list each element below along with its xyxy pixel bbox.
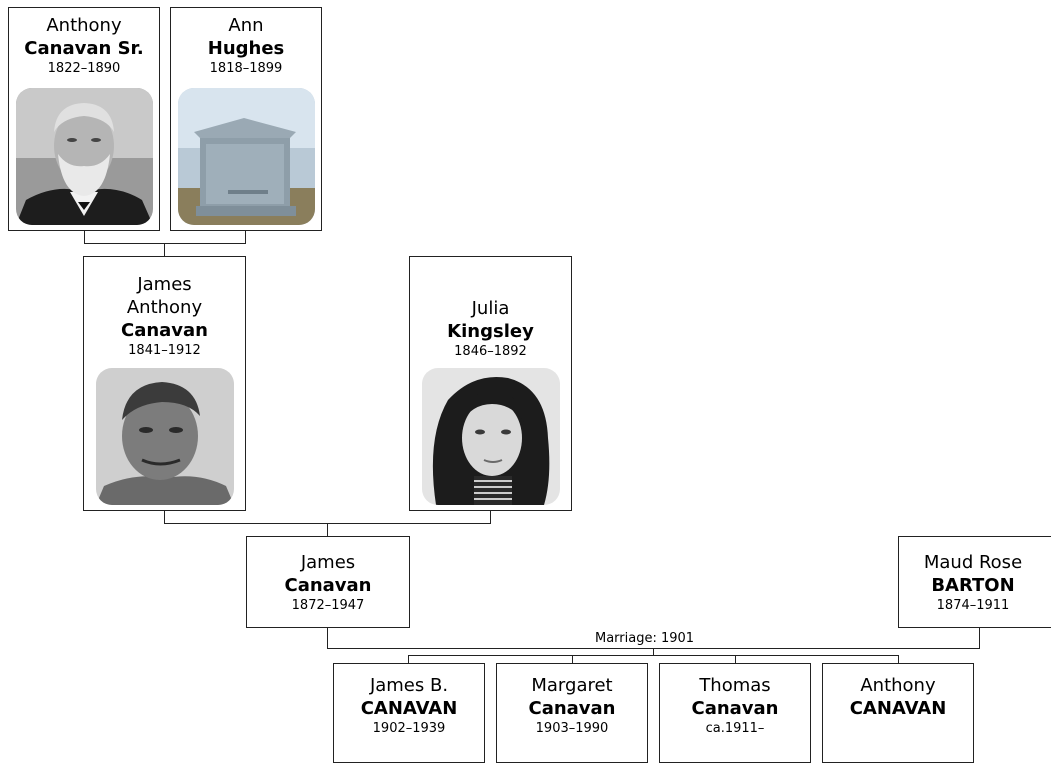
- connector-line: [245, 230, 246, 244]
- connector-line: [164, 243, 165, 257]
- connector-line: [84, 243, 246, 244]
- given-name: Thomas: [699, 675, 771, 696]
- given-name: James Anthony: [126, 274, 203, 318]
- life-dates: 1846–1892: [454, 344, 527, 359]
- surname: Canavan: [284, 575, 372, 596]
- connector-line: [84, 230, 85, 244]
- connector-line: [653, 648, 654, 656]
- life-dates: 1818–1899: [209, 61, 283, 76]
- given-name: Ann: [228, 15, 264, 36]
- given-name: Anthony: [860, 675, 936, 696]
- person-card-james-b-canavan[interactable]: James B. CANAVAN 1902–1939: [333, 663, 485, 763]
- portrait-photo: [422, 368, 560, 505]
- life-dates: 1903–1990: [535, 721, 609, 736]
- surname: CANAVAN: [849, 698, 947, 719]
- surname: BARTON: [931, 575, 1015, 596]
- life-dates: 1874–1911: [936, 598, 1010, 613]
- given-name: James: [300, 552, 356, 573]
- given-name: Julia: [471, 298, 510, 319]
- connector-line: [898, 655, 899, 664]
- given-name: Anthony: [46, 15, 122, 36]
- person-card-thomas-canavan[interactable]: Thomas Canavan ca.1911–: [659, 663, 811, 763]
- person-card-julia-kingsley[interactable]: Julia Kingsley 1846–1892: [409, 256, 572, 511]
- surname: Hughes: [207, 38, 285, 59]
- connector-line: [327, 627, 328, 649]
- connector-line: [164, 510, 165, 524]
- person-card-ann-hughes[interactable]: Ann Hughes 1818–1899: [170, 7, 322, 231]
- surname: Canavan: [691, 698, 779, 719]
- person-card-margaret-canavan[interactable]: Margaret Canavan 1903–1990: [496, 663, 648, 763]
- surname: CANAVAN: [360, 698, 458, 719]
- connector-line: [735, 655, 736, 664]
- life-dates: ca.1911–: [705, 721, 765, 736]
- portrait-photo: [96, 368, 234, 505]
- connector-line: [408, 655, 409, 664]
- connector-line: [408, 655, 899, 656]
- given-name: James B.: [369, 675, 449, 696]
- person-card-james-canavan[interactable]: James Canavan 1872–1947: [246, 536, 410, 628]
- life-dates: 1872–1947: [291, 598, 365, 613]
- given-name: Maud Rose: [923, 552, 1023, 573]
- connector-line: [572, 655, 573, 664]
- surname: Canavan: [528, 698, 616, 719]
- marriage-label: Marriage: 1901: [593, 631, 697, 647]
- person-card-james-anthony-canavan[interactable]: James Anthony Canavan 1841–1912: [83, 256, 246, 511]
- portrait-photo: [16, 88, 153, 225]
- life-dates: 1822–1890: [47, 61, 121, 76]
- surname: Canavan Sr.: [24, 38, 144, 59]
- surname: Kingsley: [447, 321, 534, 342]
- connector-line: [490, 510, 491, 524]
- life-dates: 1902–1939: [372, 721, 446, 736]
- person-card-anthony-canavan[interactable]: Anthony CANAVAN: [822, 663, 974, 763]
- gravestone-photo: [178, 88, 315, 225]
- given-name: Margaret: [531, 675, 613, 696]
- connector-line: [327, 523, 328, 537]
- person-card-anthony-canavan-sr[interactable]: Anthony Canavan Sr. 1822–1890: [8, 7, 160, 231]
- surname: Canavan: [120, 320, 208, 341]
- life-dates: 1841–1912: [128, 343, 201, 358]
- person-card-maud-rose-barton[interactable]: Maud Rose BARTON 1874–1911: [898, 536, 1051, 628]
- connector-line: [979, 627, 980, 649]
